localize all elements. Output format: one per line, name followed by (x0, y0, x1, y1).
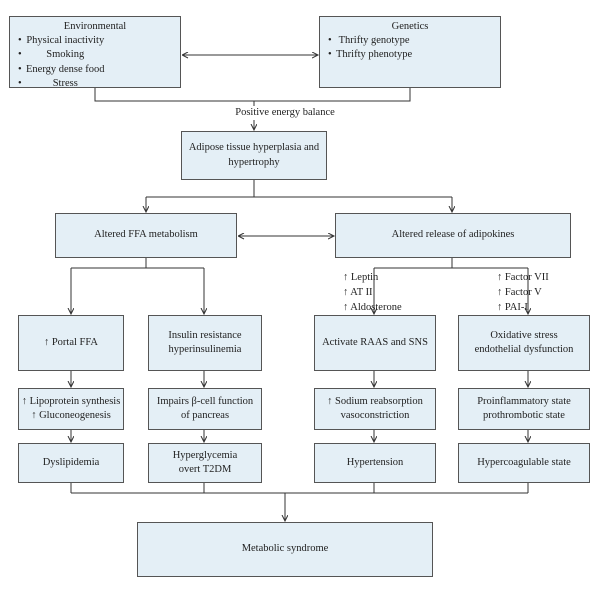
sodium-box: ↑ Sodium reabsorption vasoconstriction (314, 388, 436, 430)
env-merge-line (94, 88, 411, 102)
genetics-item: Thrifty genotype (328, 34, 412, 48)
oxidative-line: endothelial dysfunction (474, 344, 574, 355)
lipoprotein-box: ↑ Lipoprotein synthesis ↑ Gluconeogenesi… (18, 388, 124, 430)
coag-factor: ↑ Factor VII (497, 272, 549, 283)
sodium-line: ↑ Sodium reabsorption (327, 395, 423, 407)
ffa-box: Altered FFA metabolism (55, 213, 237, 258)
adipose-line: hypertrophy (228, 156, 280, 168)
insulin-line: hyperinsulinemia (168, 344, 242, 355)
hypercoagulable-text: Hypercoagulable state (477, 456, 571, 468)
environmental-item: Stress (18, 77, 105, 91)
coag-factor: ↑ PAI-I (497, 302, 528, 314)
coag-factors: ↑ Factor VII ↑ Factor V ↑ PAI-I (497, 270, 549, 316)
portal-ffa-text: ↑ Portal FFA (43, 336, 99, 348)
environmental-title: Environmental (63, 21, 127, 32)
adipokines-box: Altered release of adipokines (335, 213, 571, 258)
beta-cell-line: of pancreas (180, 410, 230, 421)
environmental-list: Physical inactivity Smoking Energy dense… (18, 34, 105, 91)
dyslipidemia-text: Dyslipidemia (42, 456, 100, 468)
hyperglycemia-line: Hyperglycemia (172, 449, 238, 461)
beta-cell-box: Impairs β-cell function of pancreas (148, 388, 262, 430)
raas-box: Activate RAAS and SNS (314, 315, 436, 371)
environmental-item: Energy dense food (18, 63, 105, 77)
hypercoagulable-box: Hypercoagulable state (458, 443, 590, 483)
adipokines-text: Altered release of adipokines (391, 229, 515, 241)
proinflammatory-line: prothrombotic state (483, 410, 565, 421)
genetics-list: Thrifty genotype Thrifty phenotype (328, 34, 412, 63)
raas-factor: ↑ Aldosterone (343, 302, 402, 314)
environmental-item: Smoking (18, 48, 105, 62)
sodium-line: vasoconstriction (340, 410, 410, 421)
proinflammatory-box: Proinflammatory state prothrombotic stat… (458, 388, 590, 430)
environmental-box: Environmental Physical inactivity Smokin… (9, 16, 181, 91)
raas-text: Activate RAAS and SNS (322, 336, 428, 348)
insulin-resistance-box: Insulin resistance hyperinsulinemia (148, 315, 262, 371)
coag-factor: ↑ Factor V (497, 287, 542, 299)
energy-balance-label: Positive energy balance (200, 106, 370, 120)
raas-factor: ↑ Leptin (343, 272, 379, 283)
hyperglycemia-line: overt T2DM (178, 464, 232, 475)
genetics-box: Genetics Thrifty genotype Thrifty phenot… (319, 16, 501, 88)
dyslipidemia-box: Dyslipidemia (18, 443, 124, 483)
metabolic-syndrome-box: Metabolic syndrome (137, 522, 433, 577)
genetics-item: Thrifty phenotype (328, 48, 412, 62)
hyperglycemia-box: Hyperglycemia overt T2DM (148, 443, 262, 483)
genetics-title: Genetics (391, 21, 429, 32)
beta-cell-line: Impairs β-cell function (156, 395, 254, 407)
hypertension-text: Hypertension (346, 456, 404, 468)
oxidative-box: Oxidative stress endothelial dysfunction (458, 315, 590, 371)
adipose-line: Adipose tissue hyperplasia and (188, 142, 320, 154)
oxidative-line: Oxidative stress (490, 329, 558, 341)
portal-ffa-box: ↑ Portal FFA (18, 315, 124, 371)
lipoprotein-line: ↑ Gluconeogenesis (31, 410, 111, 421)
insulin-line: Insulin resistance (168, 329, 242, 341)
adipose-box: Adipose tissue hyperplasia and hypertrop… (181, 131, 327, 180)
metabolic-syndrome-text: Metabolic syndrome (241, 543, 329, 555)
raas-factors: ↑ Leptin ↑ AT II ↑ Aldosterone (343, 270, 402, 316)
hypertension-box: Hypertension (314, 443, 436, 483)
ffa-text: Altered FFA metabolism (94, 229, 198, 241)
environmental-item: Physical inactivity (18, 34, 105, 48)
raas-factor: ↑ AT II (343, 287, 373, 299)
lipoprotein-line: ↑ Lipoprotein synthesis (21, 395, 121, 407)
proinflammatory-line: Proinflammatory state (477, 395, 571, 407)
